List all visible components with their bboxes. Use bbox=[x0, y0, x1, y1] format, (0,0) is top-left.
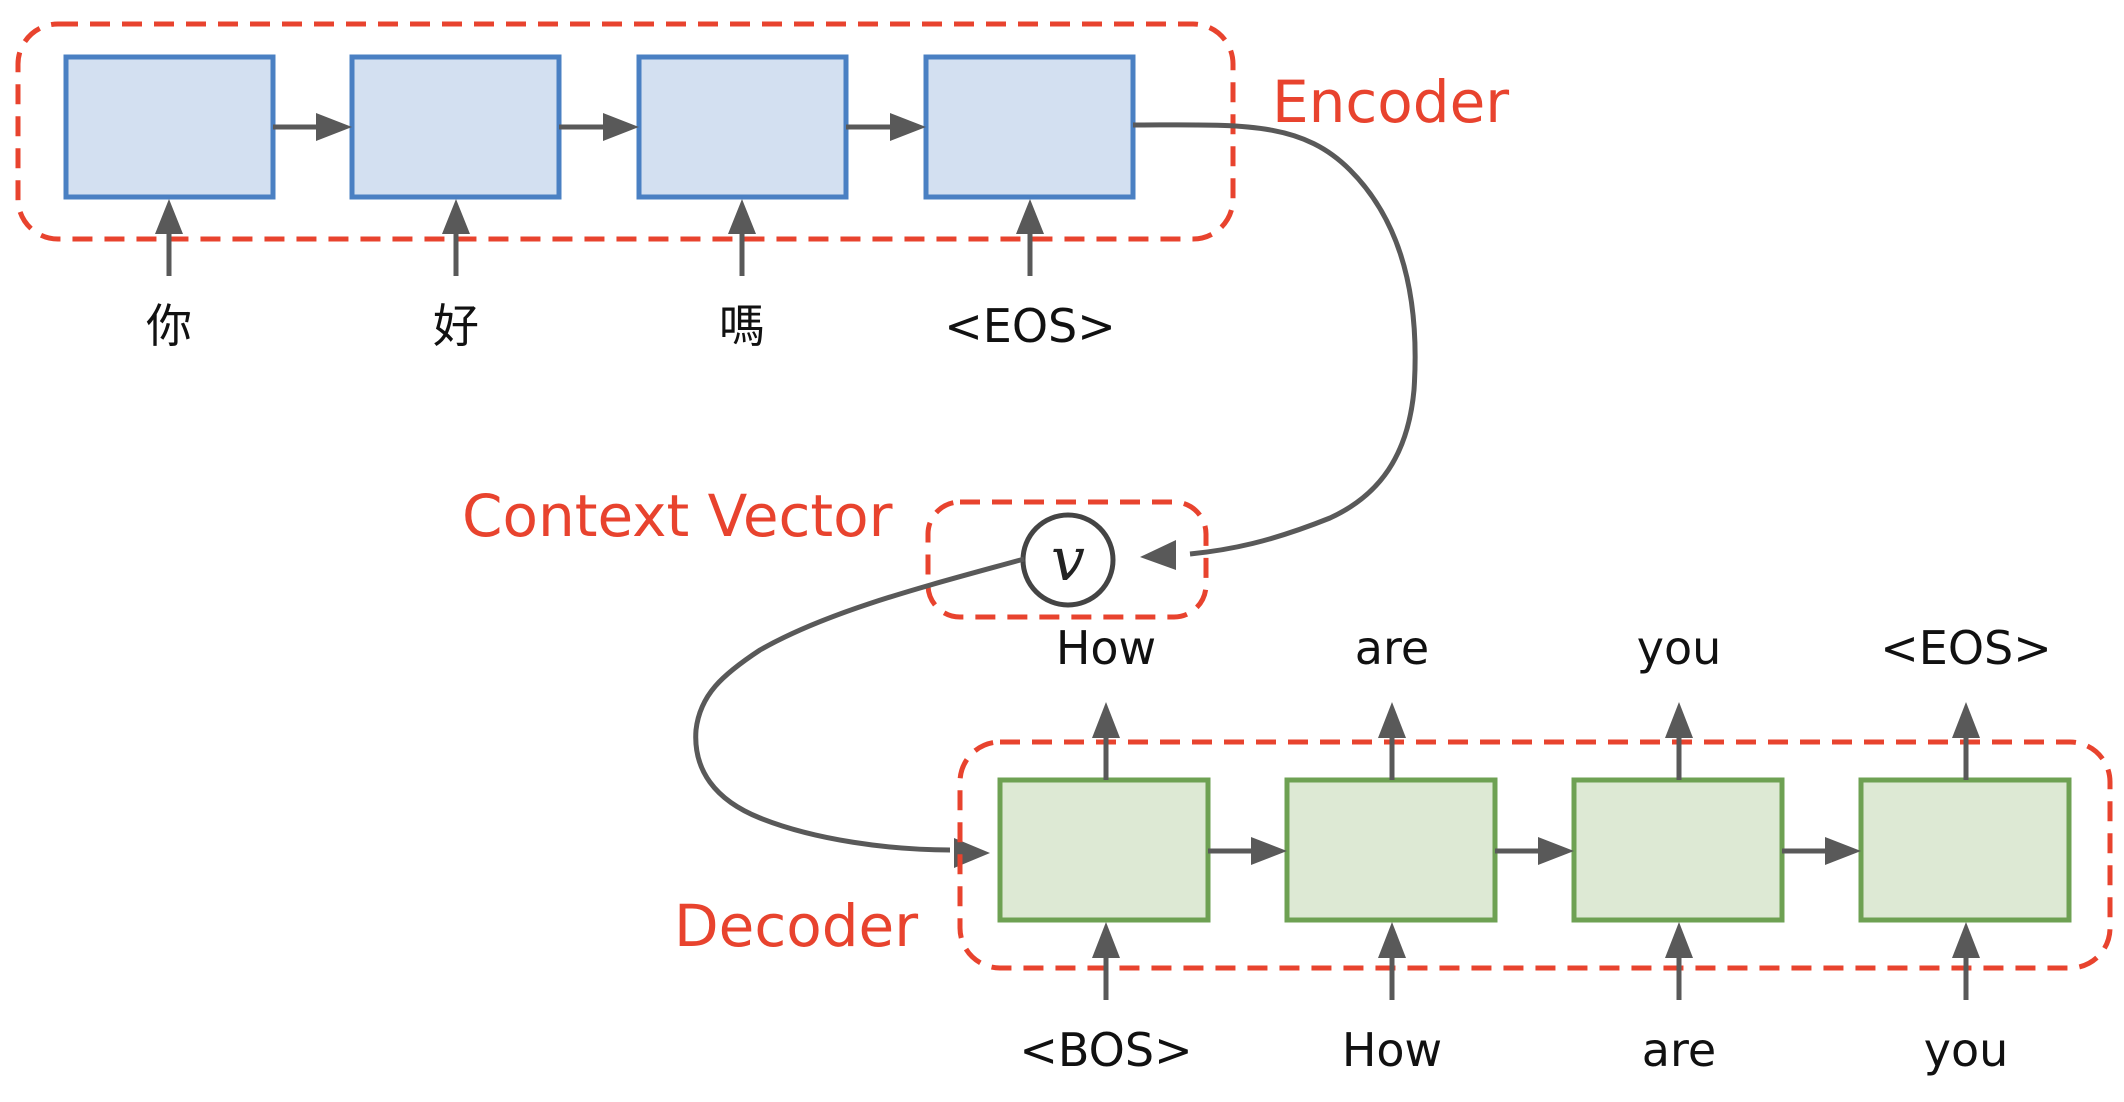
decoder-output-token: <EOS> bbox=[1880, 621, 2052, 675]
decoder-cell-4 bbox=[1858, 777, 2072, 923]
decoder-output-arrows bbox=[1092, 702, 1980, 780]
decoder-input-arrow-1 bbox=[1092, 922, 1120, 1000]
decoder-cell-2 bbox=[1284, 777, 1498, 923]
encoder-input-tokens: 你 好 嗎 <EOS> bbox=[146, 299, 1116, 353]
decoder-cells bbox=[997, 777, 2072, 923]
encoder-input-token: 好 bbox=[433, 299, 479, 353]
decoder-output-arrow-2 bbox=[1378, 702, 1406, 780]
encoder-arrow-2-3 bbox=[559, 113, 639, 141]
encoder-label: Encoder bbox=[1272, 68, 1509, 136]
context-to-decoder-connector bbox=[693, 556, 1025, 868]
encoder-recurrent-arrows bbox=[273, 113, 926, 141]
encoder-group-box bbox=[15, 21, 1236, 242]
decoder-output-tokens: How are you <EOS> bbox=[1056, 621, 2052, 675]
encoder-arrow-3-4 bbox=[846, 113, 926, 141]
encoder-input-token: 你 bbox=[146, 299, 192, 353]
decoder-arrow-3-4 bbox=[1782, 837, 1861, 865]
decoder-input-arrow-3 bbox=[1665, 922, 1693, 1000]
context-vector-box bbox=[925, 499, 1209, 620]
decoder-input-token: How bbox=[1342, 1023, 1442, 1077]
decoder-input-token: are bbox=[1642, 1023, 1716, 1077]
encoder-cell-2 bbox=[349, 54, 562, 200]
decoder-input-arrows bbox=[1092, 922, 1980, 1000]
encoder-input-token: 嗎 bbox=[719, 299, 765, 353]
encoder-input-arrow-2 bbox=[442, 199, 470, 276]
encoder-input-arrow-4 bbox=[1016, 199, 1044, 276]
encoder-input-token: <EOS> bbox=[944, 299, 1116, 353]
decoder-input-arrow-4 bbox=[1952, 922, 1980, 1000]
encoder-input-arrow-3 bbox=[728, 199, 756, 276]
decoder-recurrent-arrows bbox=[1208, 837, 1861, 865]
decoder-output-arrow-3 bbox=[1665, 702, 1693, 780]
decoder-arrow-2-3 bbox=[1495, 837, 1574, 865]
decoder-arrow-1-2 bbox=[1208, 837, 1287, 865]
decoder-output-token: How bbox=[1056, 621, 1156, 675]
encoder-to-context-connector bbox=[1132, 122, 1418, 570]
decoder-group-box bbox=[957, 739, 2113, 971]
encoder-cell-3 bbox=[636, 54, 849, 200]
encoder-cells bbox=[63, 54, 1136, 200]
decoder-input-token: <BOS> bbox=[1019, 1023, 1192, 1077]
decoder-output-token: are bbox=[1355, 621, 1429, 675]
encoder-cell-1 bbox=[63, 54, 276, 200]
decoder-input-arrow-2 bbox=[1378, 922, 1406, 1000]
encoder-cell-4 bbox=[923, 54, 1136, 200]
encoder-input-arrow-1 bbox=[155, 199, 183, 276]
decoder-cell-1 bbox=[997, 777, 1211, 923]
decoder-label: Decoder bbox=[674, 892, 918, 960]
decoder-cell-3 bbox=[1571, 777, 1785, 923]
encoder-input-arrows bbox=[155, 199, 1044, 276]
decoder-input-tokens: <BOS> How are you bbox=[1019, 1023, 2008, 1077]
decoder-output-token: you bbox=[1637, 621, 1722, 675]
encoder-arrow-1-2 bbox=[273, 113, 352, 141]
decoder-output-arrow-4 bbox=[1952, 702, 1980, 780]
context-vector-symbol: v bbox=[1051, 525, 1085, 595]
decoder-output-arrow-1 bbox=[1092, 702, 1120, 780]
context-vector-label: Context Vector bbox=[462, 482, 893, 550]
decoder-input-token: you bbox=[1924, 1023, 2009, 1077]
